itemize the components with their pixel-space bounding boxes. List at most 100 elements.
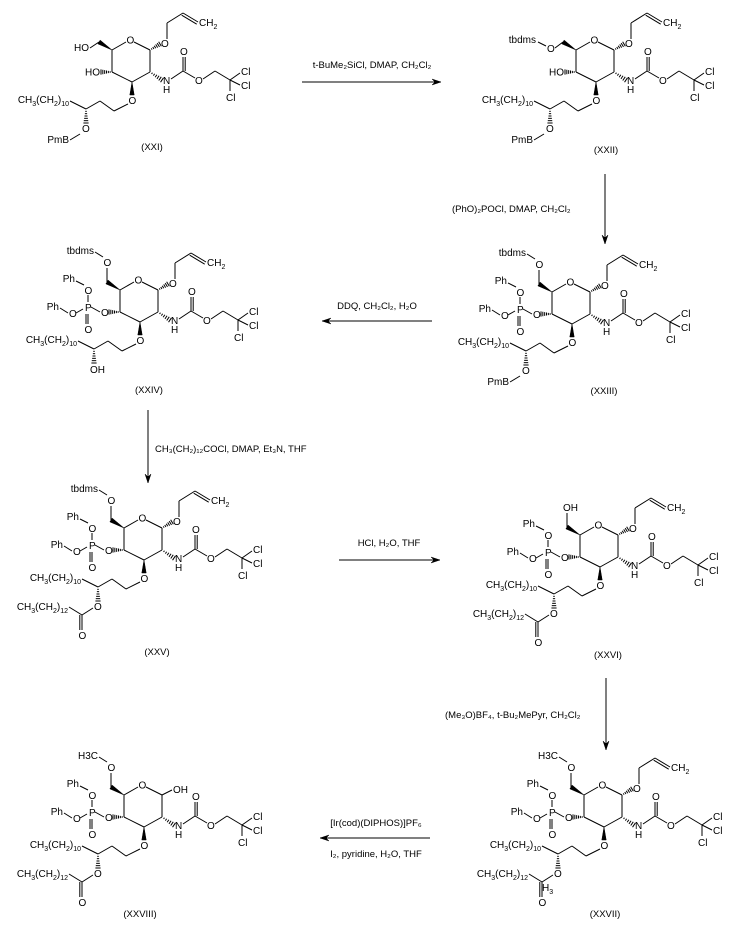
hash-line bbox=[170, 554, 174, 559]
chain-ch3-ch2-12: CH3(CH2)12 bbox=[473, 609, 524, 622]
double-bond bbox=[189, 254, 205, 265]
bond bbox=[174, 252, 192, 264]
ring-bond bbox=[123, 816, 145, 828]
reaction-arrow-r6: (Me₃O)BF₄, t-Bu₂MePyr, CH₂Cl₂ bbox=[445, 678, 610, 751]
phosphoryl-oxygen: O bbox=[545, 570, 553, 581]
phosphate-oxygen: O bbox=[89, 524, 97, 535]
bond bbox=[214, 70, 231, 81]
anomeric-oxygen: O bbox=[161, 39, 169, 50]
phenyl-group: Ph bbox=[51, 540, 63, 551]
arrowhead bbox=[601, 234, 609, 245]
chlorine: Cl bbox=[249, 321, 258, 332]
ether-oxygen: O bbox=[593, 96, 601, 107]
phosphoryl-oxygen: O bbox=[549, 830, 557, 841]
side-oxygen: O bbox=[82, 124, 90, 135]
subscript: 10 bbox=[533, 846, 541, 853]
text-part: CH bbox=[458, 337, 472, 348]
bond bbox=[113, 103, 129, 112]
chlorine: Cl bbox=[253, 545, 262, 556]
acyl-oxygen: O bbox=[539, 898, 547, 909]
ring-bond bbox=[145, 519, 163, 529]
hash-line bbox=[618, 533, 621, 535]
hash-line bbox=[615, 72, 617, 75]
bond bbox=[170, 70, 184, 80]
chlorine: Cl bbox=[253, 826, 262, 837]
subscript: 2 bbox=[685, 769, 689, 776]
hashed-bond bbox=[568, 554, 579, 560]
ring-bond bbox=[579, 556, 601, 568]
bond bbox=[241, 557, 253, 564]
ring-bond bbox=[143, 549, 163, 561]
compound-label: (XXVII) bbox=[590, 909, 621, 920]
bond bbox=[89, 41, 100, 49]
hash-line bbox=[614, 48, 617, 50]
hash-line bbox=[619, 557, 621, 560]
text-part: CH bbox=[671, 763, 685, 774]
bond bbox=[654, 815, 668, 824]
ring-bond bbox=[583, 786, 599, 796]
ring-oxygen: O bbox=[139, 781, 147, 792]
text-part: (CH bbox=[476, 337, 494, 348]
c4-oxygen: O bbox=[561, 553, 569, 564]
compound-label: (XXI) bbox=[141, 142, 163, 153]
hashed-bond bbox=[91, 350, 97, 364]
c4-hydroxyl: HO bbox=[549, 68, 564, 79]
ring-bond bbox=[119, 311, 141, 323]
phenyl-group: Ph bbox=[523, 519, 535, 530]
chain-ch3-ch2-10: CH3(CH2)10 bbox=[18, 95, 69, 108]
side-oxygen: O bbox=[94, 869, 102, 880]
phosphorus: P bbox=[549, 808, 556, 819]
wedge-bond bbox=[537, 281, 553, 293]
chain-ch3-ch2-10: CH3(CH2)10 bbox=[26, 335, 77, 348]
text-part: CH bbox=[26, 335, 40, 346]
bond bbox=[646, 70, 660, 79]
compound-label: (XXVIII) bbox=[123, 909, 156, 920]
c4-oxygen: O bbox=[105, 546, 113, 557]
phenyl-group: Ph bbox=[507, 547, 519, 558]
wedge-bond bbox=[597, 566, 603, 581]
hash-line bbox=[167, 522, 171, 526]
bond bbox=[63, 545, 73, 552]
bond bbox=[686, 815, 703, 826]
hash-line bbox=[172, 555, 176, 561]
wedge-bond bbox=[97, 39, 113, 51]
bond bbox=[99, 100, 115, 112]
subscript: 2 bbox=[221, 264, 225, 271]
subscript: 2 bbox=[53, 608, 57, 615]
text-part: CH bbox=[490, 840, 504, 851]
double-bond bbox=[621, 256, 637, 267]
hydrogen: H bbox=[627, 85, 634, 96]
text-part: (CH bbox=[504, 580, 522, 591]
ring-bond bbox=[597, 41, 615, 51]
anomeric-oxygen: O bbox=[629, 524, 637, 535]
acyl-oxygen: O bbox=[535, 638, 543, 649]
vinyl-ch2: CH2 bbox=[639, 260, 657, 273]
wedge-bond bbox=[109, 784, 125, 796]
bond bbox=[697, 557, 709, 566]
bond bbox=[69, 133, 81, 141]
arrowhead bbox=[602, 740, 610, 751]
bond bbox=[526, 253, 536, 260]
text-part: ) bbox=[522, 95, 525, 106]
text-part: CH bbox=[477, 869, 491, 880]
bond bbox=[630, 12, 648, 24]
bond bbox=[125, 848, 141, 857]
bond bbox=[79, 546, 88, 552]
c4-oxygen: O bbox=[565, 813, 573, 824]
c4-oxygen: O bbox=[105, 813, 113, 824]
bond bbox=[121, 343, 137, 352]
ring-bond bbox=[573, 283, 591, 293]
tbdms-group: tbdms bbox=[499, 248, 526, 259]
hash-line bbox=[630, 821, 634, 826]
hydrogen: H bbox=[175, 563, 182, 574]
double-bond bbox=[182, 12, 199, 23]
subscript: 12 bbox=[60, 875, 68, 882]
hash-line bbox=[166, 281, 170, 287]
hash-line bbox=[620, 42, 624, 48]
bond bbox=[674, 815, 688, 825]
vinyl-ch2: CH2 bbox=[671, 763, 689, 776]
hash-line bbox=[622, 559, 626, 563]
text-part: ) bbox=[517, 869, 520, 880]
phosphoryl-oxygen: O bbox=[85, 325, 93, 336]
